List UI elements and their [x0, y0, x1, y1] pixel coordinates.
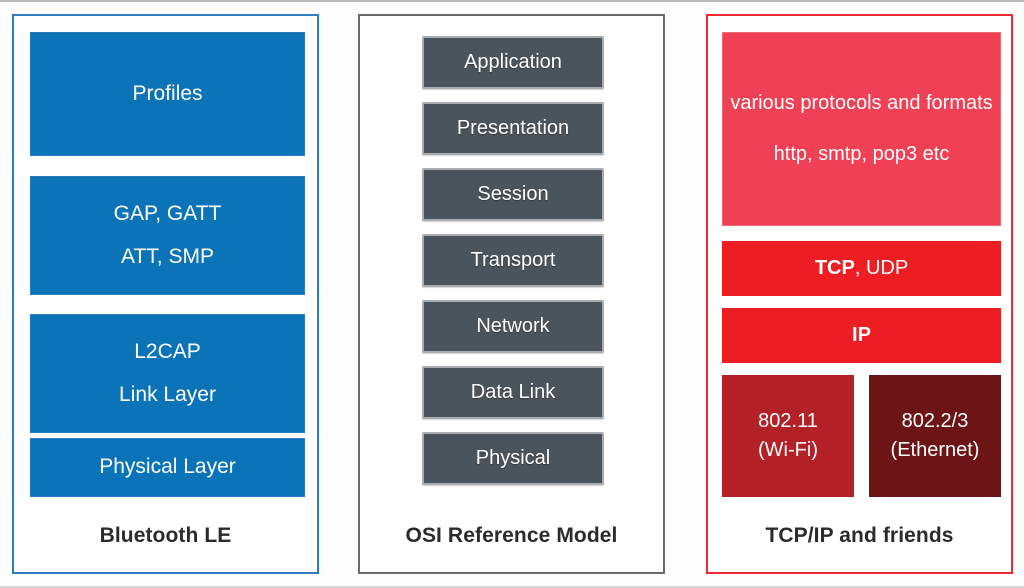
layer-box-transport[interactable]: Transport: [422, 234, 604, 287]
column-bluetooth-le: Profiles GAP, GATT ATT, SMP L2CAP Link L…: [12, 14, 319, 574]
layer-label: Application: [464, 51, 562, 73]
layer-box-session[interactable]: Session: [422, 168, 604, 221]
layer-label-emphasis: TCP: [814, 257, 855, 279]
layer-box-application-protocols[interactable]: various protocols and formats http, smtp…: [722, 32, 1001, 226]
layer-label: IP: [852, 324, 871, 346]
layer-box-802-2-3-ethernet[interactable]: 802.2/3 (Ethernet): [869, 375, 1001, 497]
layer-box-presentation[interactable]: Presentation: [422, 102, 604, 155]
column-caption-bluetooth-le: Bluetooth LE: [99, 524, 232, 547]
layer-label: Network: [476, 315, 550, 337]
layer-label: Physical Layer: [99, 455, 236, 479]
layer-box-profiles[interactable]: Profiles: [30, 32, 305, 156]
layer-label-line-1: 802.11: [758, 410, 818, 432]
layer-label: Transport: [470, 249, 556, 271]
layer-label: Profiles: [132, 81, 203, 105]
bluetooth-le-stack: Profiles GAP, GATT ATT, SMP L2CAP Link L…: [14, 16, 317, 500]
layer-label: Presentation: [456, 117, 570, 139]
tcp-ip-stack: various protocols and formats http, smtp…: [708, 16, 1011, 500]
column-caption-osi-reference-model: OSI Reference Model: [405, 524, 618, 547]
layer-box-gap-gatt-att-smp[interactable]: GAP, GATT ATT, SMP: [30, 176, 305, 295]
layer-label-line-1: L2CAP: [134, 339, 201, 363]
column-caption-tcp-ip-and-friends: TCP/IP and friends: [765, 524, 954, 547]
layer-label-line-2: Link Layer: [119, 382, 216, 406]
layer-label-line-2: ATT, SMP: [121, 244, 214, 268]
layer-label-line-1: 802.2/3: [901, 410, 969, 432]
layer-label: Data Link: [470, 381, 556, 403]
layer-label: Physical: [475, 447, 551, 469]
column-osi-reference-model: Application Presentation Session Transpo…: [358, 14, 665, 574]
layer-box-physical[interactable]: Physical: [422, 432, 604, 485]
layer-label-line-2: (Wi-Fi): [758, 439, 818, 461]
layer-label-line-1: various protocols and formats: [730, 92, 993, 114]
osi-stack: Application Presentation Session Transpo…: [360, 16, 663, 500]
layer-box-tcp-udp[interactable]: TCP, UDP: [722, 241, 1001, 296]
layer-label: Session: [477, 183, 549, 205]
layer-box-802-11-wifi[interactable]: 802.11 (Wi-Fi): [722, 375, 854, 497]
column-tcp-ip-and-friends: various protocols and formats http, smtp…: [706, 14, 1013, 574]
layer-box-l2cap-link-layer[interactable]: L2CAP Link Layer: [30, 314, 305, 433]
layer-label: TCP, UDP: [722, 256, 1001, 281]
layer-label-rest: , UDP: [854, 257, 909, 279]
layer-box-application[interactable]: Application: [422, 36, 604, 89]
layer-label-line-1: GAP, GATT: [113, 201, 222, 225]
layer-box-network[interactable]: Network: [422, 300, 604, 353]
layer-label-line-2: http, smtp, pop3 etc: [773, 143, 950, 165]
layer-box-data-link[interactable]: Data Link: [422, 366, 604, 419]
layer-box-physical-layer[interactable]: Physical Layer: [30, 438, 305, 497]
layer-box-ip[interactable]: IP: [722, 308, 1001, 363]
layer-label-line-2: (Ethernet): [890, 439, 980, 461]
